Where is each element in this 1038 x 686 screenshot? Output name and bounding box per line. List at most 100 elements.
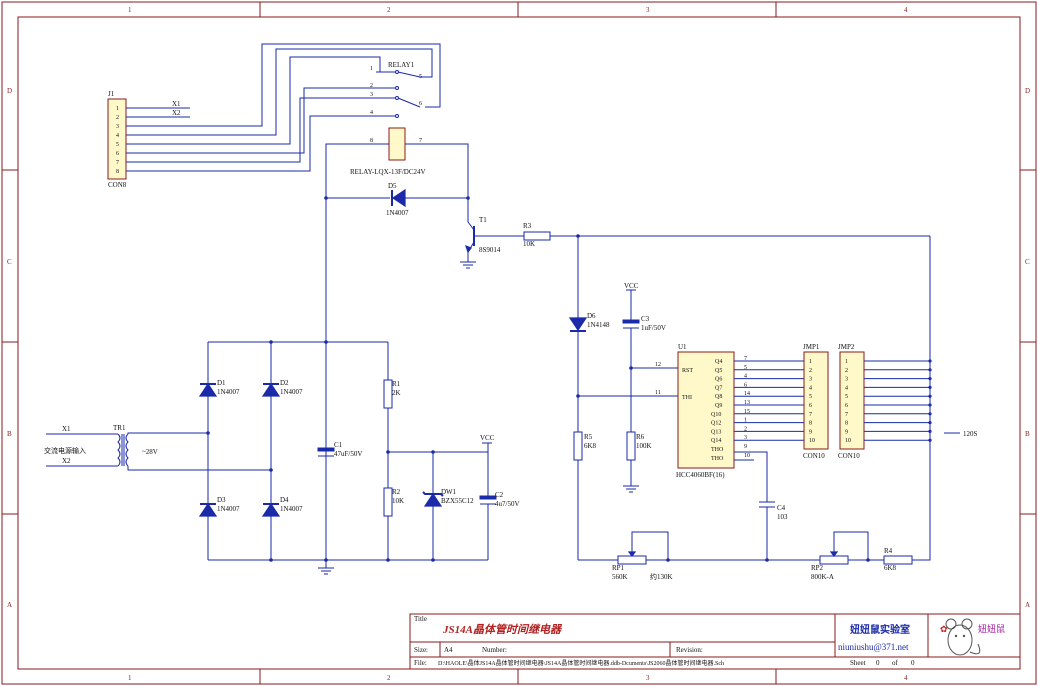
svg-text:C4: C4	[777, 504, 786, 512]
u1-pin-number: 14	[744, 391, 750, 397]
svg-text:VCC: VCC	[624, 282, 639, 290]
revision-label: Revision:	[676, 646, 703, 654]
u1-pin-name: Q10	[711, 412, 721, 418]
zener-dw1: DW1 BZX55C12	[422, 452, 474, 560]
jumper-pin-label: 6	[845, 403, 848, 409]
resistor-r1: R1 2K	[383, 342, 401, 488]
u1-pin-number: 4	[744, 374, 747, 380]
u1-pin-name: Q5	[715, 368, 722, 374]
svg-text:C1: C1	[334, 441, 343, 449]
zone-col-bottom-1: 1	[128, 674, 132, 682]
svg-text:3: 3	[370, 92, 373, 98]
u1-pin-name: Q4	[715, 359, 722, 365]
svg-text:RELAY-LQX-13F/DC24V: RELAY-LQX-13F/DC24V	[350, 168, 426, 176]
svg-text:R4: R4	[884, 547, 893, 555]
lab-email: niuniushu@371.net	[838, 642, 909, 652]
svg-text:1uF/50V: 1uF/50V	[641, 324, 666, 332]
jumper-pin-label: 3	[845, 377, 848, 383]
u1-pin-number: 13	[744, 400, 750, 406]
u1-pin-name: Q8	[715, 394, 722, 400]
svg-text:D3: D3	[217, 496, 226, 504]
capacitor-c4: C4 103	[734, 451, 788, 560]
connector-j1: J1 CON8 1 2 3 4 5 6 7 8	[107, 90, 127, 189]
jumper-pin-label: 4	[845, 385, 848, 391]
transistor-t1: T1 8S9014	[460, 216, 524, 269]
svg-text:8: 8	[116, 169, 119, 175]
resistor-r5: R5 6K8	[573, 431, 597, 560]
u1-pin-number: 1	[744, 418, 747, 424]
wire-relay-right	[405, 143, 469, 222]
svg-text:2K: 2K	[392, 389, 401, 397]
sheet-number: 0	[876, 659, 880, 667]
capacitor-c2: VCC C2 4u7/50V	[479, 434, 520, 560]
u1-pin-number: 10	[744, 453, 750, 459]
svg-text:HCC4060BF(16): HCC4060BF(16)	[676, 471, 725, 479]
svg-text:RST: RST	[682, 368, 693, 374]
u1-pin-number: 7	[744, 356, 747, 362]
jumper-pin-label: 9	[809, 429, 812, 435]
svg-text:1N4007: 1N4007	[280, 388, 303, 396]
title-label: Title	[414, 615, 427, 623]
svg-text:12: 12	[655, 362, 661, 368]
svg-text:C2: C2	[495, 491, 504, 499]
svg-text:✿: ✿	[940, 624, 948, 634]
transformer-tr1: TR1 ~28V X1 X2 交流电源输入	[44, 424, 271, 471]
svg-text:D1: D1	[217, 379, 226, 387]
svg-text:7: 7	[116, 160, 119, 166]
svg-text:C3: C3	[641, 315, 650, 323]
svg-text:2: 2	[370, 83, 373, 89]
u1-pin-number: 5	[744, 365, 747, 371]
svg-text:6K8: 6K8	[584, 442, 597, 450]
number-label: Number:	[482, 646, 507, 654]
wire-relay-left	[325, 143, 389, 560]
zone-row-left-B: B	[7, 430, 12, 438]
svg-text:6K8: 6K8	[884, 564, 897, 572]
jumper-pin-label: 8	[809, 421, 812, 427]
u1-pin-number: 3	[744, 435, 747, 441]
resistor-r6: R6 100K	[623, 431, 652, 493]
zone-row-left-A: A	[7, 601, 12, 609]
svg-text:RP1: RP1	[612, 564, 625, 572]
jumper-pin-label: 7	[845, 412, 848, 418]
svg-text:1: 1	[116, 106, 119, 112]
svg-text:TR1: TR1	[113, 424, 126, 432]
svg-text:4u7/50V: 4u7/50V	[495, 500, 520, 508]
svg-text:4: 4	[116, 133, 119, 139]
zone-col-top-2: 2	[387, 6, 391, 14]
u1-pin-number: 6	[744, 382, 747, 388]
svg-text:THI: THI	[682, 395, 692, 401]
zone-col-bottom-4: 4	[904, 674, 908, 682]
zone-row-left-C: C	[7, 258, 12, 266]
file-path: D:\HAOLE\晶体JS14A晶体管时间继电器\JS14A晶体管时间继电器.d…	[438, 659, 724, 667]
svg-text:103: 103	[777, 513, 788, 521]
svg-text:100K: 100K	[636, 442, 652, 450]
resistor-r3: R3 10K	[523, 222, 930, 248]
svg-text:CON8: CON8	[108, 181, 127, 189]
svg-text:47uF/50V: 47uF/50V	[334, 450, 362, 458]
svg-text:X1: X1	[62, 425, 71, 433]
lab-name: 妞妞鼠实验室	[850, 623, 910, 636]
jumper-pin-label: 9	[845, 429, 848, 435]
size-label: Size:	[414, 646, 428, 654]
sheet-total: 0	[911, 659, 915, 667]
svg-text:800K-A: 800K-A	[811, 573, 834, 581]
bridge-rectifier: D1 1N4007 D2 1N4007 D3 1N4007 D4 1N4007	[198, 341, 488, 561]
jumper-pin-label: 8	[845, 421, 848, 427]
sheet-label: Sheet	[850, 659, 866, 667]
potentiometer-rp2: RP2 800K-A	[811, 531, 884, 581]
u1-pin-name: THO	[711, 456, 724, 462]
svg-text:~28V: ~28V	[142, 448, 158, 456]
svg-text:R3: R3	[523, 222, 532, 230]
diode-d5: D5 1N4007	[326, 182, 468, 217]
svg-text:D5: D5	[388, 182, 397, 190]
jumper-pin-label: 10	[845, 438, 851, 444]
svg-text:D2: D2	[280, 379, 289, 387]
jumper-pin-label: 1	[845, 359, 848, 365]
potentiometer-rp1: RP1 560K 约130K	[578, 531, 820, 581]
resistor-r2: R2 10K	[383, 487, 404, 560]
u1-pin-name: THO	[711, 447, 724, 453]
svg-text:1N4007: 1N4007	[386, 209, 409, 217]
